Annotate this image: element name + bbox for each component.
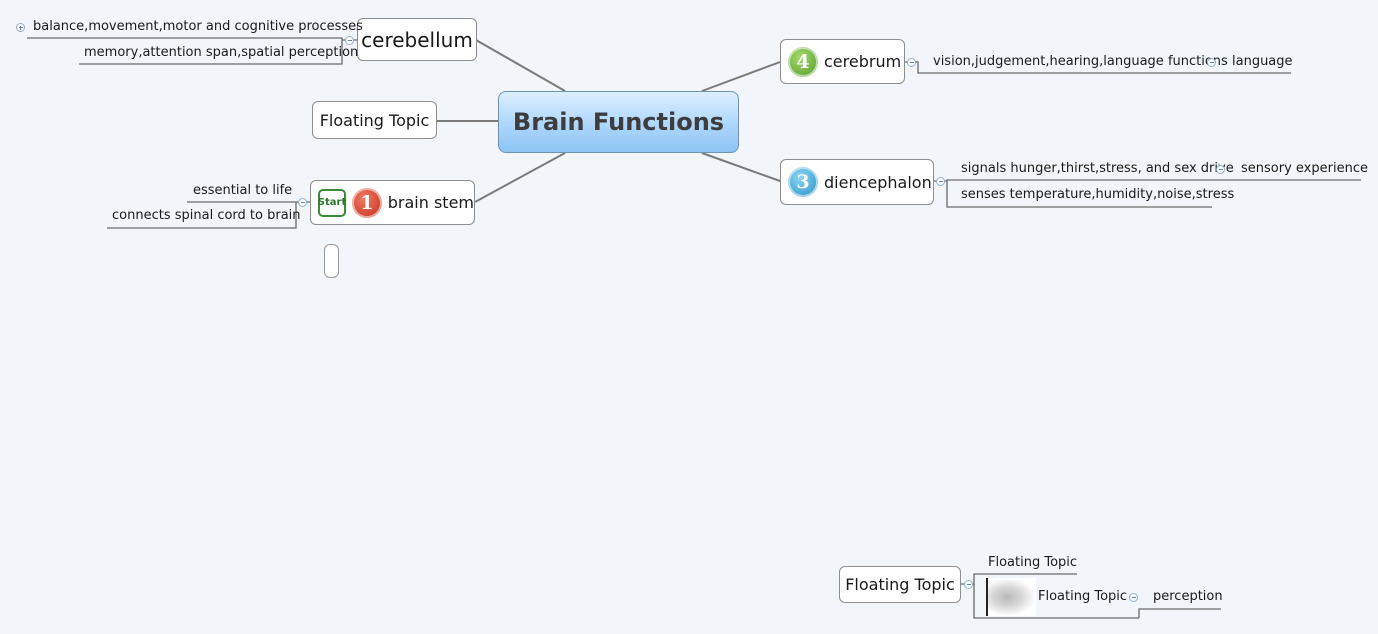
floating-bottom-grandchild[interactable]: perception	[1153, 589, 1223, 604]
connector-brainstem-leaf2	[107, 202, 297, 229]
connector-central-cerebrum	[701, 61, 781, 92]
collapse-toggle-floating-bottom[interactable]	[964, 580, 973, 589]
collapse-toggle-diencephalon-leaf[interactable]	[1216, 165, 1225, 174]
connector-bottomfloat-grandchild	[1138, 608, 1221, 618]
priority-4-icon: 4	[788, 46, 818, 77]
collapse-toggle-floating-bottom-leaf[interactable]	[1129, 593, 1138, 602]
collapse-toggle-cerebellum[interactable]	[345, 36, 354, 45]
cerebellum-leaf-1[interactable]: balance,movement,motor and cognitive pro…	[33, 19, 363, 34]
empty-topic-placeholder[interactable]	[324, 244, 339, 278]
connector-cerebellum-leaf1	[27, 37, 357, 41]
brain-stem-leaf-1[interactable]: essential to life	[193, 183, 293, 198]
cerebrum-leaf[interactable]: vision,judgement,hearing,language functi…	[933, 54, 1228, 69]
priority-1-icon: 1	[352, 187, 382, 218]
collapse-toggle-brain-stem[interactable]	[298, 198, 307, 207]
floating-topic-bottom-label: Floating Topic	[845, 575, 955, 594]
diencephalon-label: diencephalon	[824, 172, 932, 192]
cerebrum-label: cerebrum	[824, 52, 902, 71]
topic-diencephalon[interactable]: 3 diencephalon	[780, 159, 934, 205]
collapse-toggle-cerebrum-leaf[interactable]	[1207, 58, 1216, 67]
connector-central-diencephalon	[701, 152, 781, 182]
brain-stem-leaf-2[interactable]: connects spinal cord to brain	[112, 208, 301, 223]
connector-diencephalon-leaf2	[946, 181, 1212, 208]
topic-cerebrum[interactable]: 4 cerebrum	[780, 39, 905, 84]
cerebrum-grandchild[interactable]: language	[1232, 54, 1293, 69]
topic-brain-stem[interactable]: Start 1 brain stem	[310, 180, 475, 225]
brain-image-thumbnail	[986, 578, 1036, 616]
priority-3-icon: 3	[788, 167, 818, 197]
diencephalon-leaf-1[interactable]: signals hunger,thirst,stress, and sex dr…	[961, 161, 1234, 176]
collapse-toggle-diencephalon[interactable]	[936, 177, 945, 186]
start-marker-icon: Start	[318, 188, 346, 217]
topic-cerebellum[interactable]: cerebellum	[357, 18, 477, 61]
brain-stem-label: brain stem	[387, 193, 474, 212]
connector-bottomfloat-leaf2	[973, 584, 1139, 619]
floating-topic-left[interactable]: Floating Topic	[312, 101, 437, 139]
floating-bottom-leaf-2[interactable]: Floating Topic	[1038, 589, 1128, 604]
diencephalon-leaf-2[interactable]: senses temperature,humidity,noise,stress	[961, 187, 1235, 202]
central-topic[interactable]: Brain Functions	[498, 91, 739, 153]
floating-bottom-leaf-1[interactable]: Floating Topic	[988, 555, 1078, 570]
expand-toggle-cerebellum-leaf[interactable]	[16, 23, 25, 32]
cerebellum-label: cerebellum	[361, 27, 473, 52]
connector-central-cerebellum	[475, 39, 566, 92]
cerebellum-leaf-2[interactable]: memory,attention span,spatial perception	[84, 45, 359, 60]
connector-diencephalon-leaf1	[932, 179, 1215, 182]
floating-topic-left-label: Floating Topic	[319, 110, 430, 130]
connector-cerebellum-leaf2	[79, 40, 343, 65]
diencephalon-grandchild[interactable]: sensory experience	[1241, 161, 1368, 176]
floating-topic-bottom[interactable]: Floating Topic	[839, 566, 961, 603]
collapse-toggle-cerebrum[interactable]	[907, 58, 916, 67]
connector-central-brainstem	[474, 152, 566, 203]
